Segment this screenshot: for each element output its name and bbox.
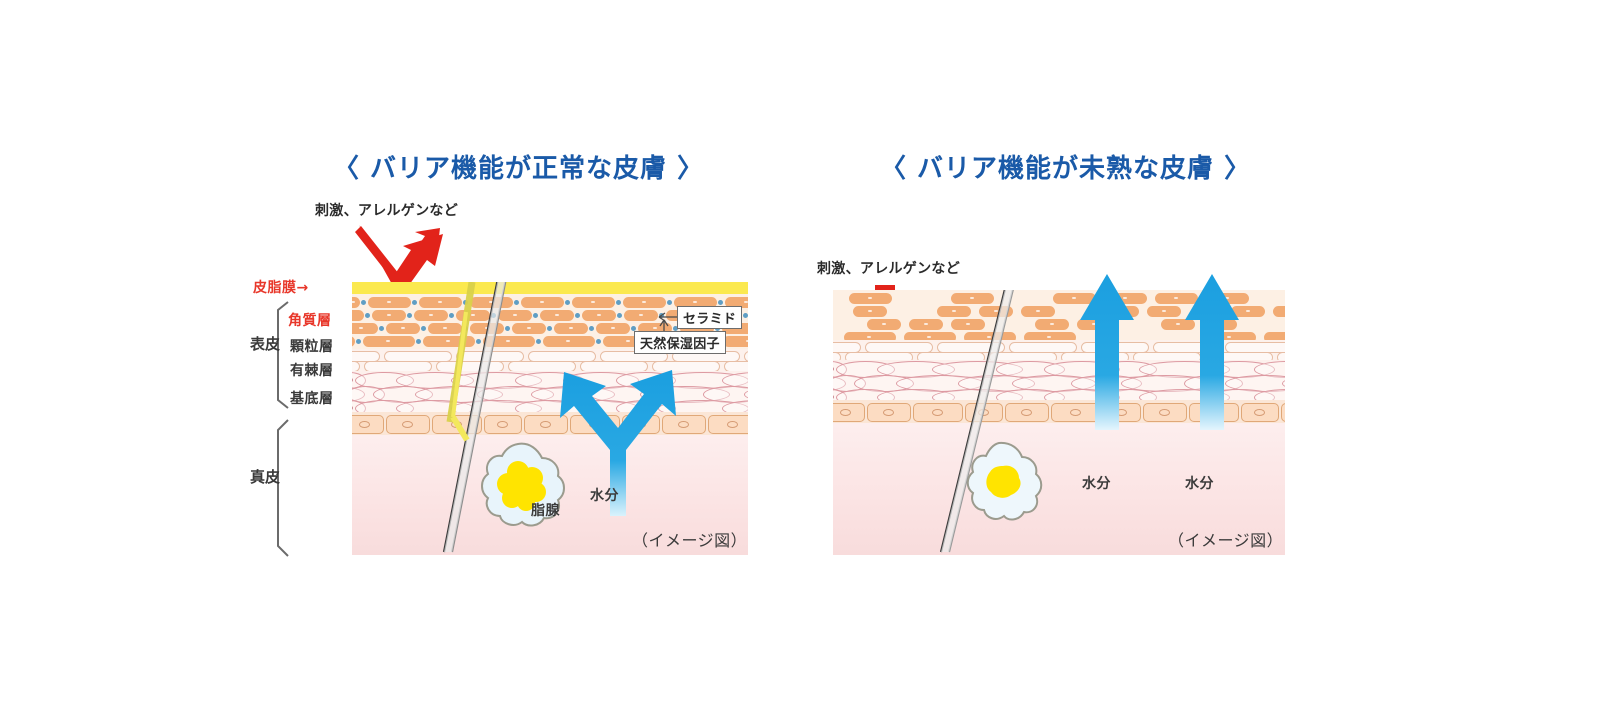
sebaceous-gland-label: 脂腺: [531, 503, 560, 519]
layer-label-stratum-corneum: 角質層: [288, 313, 332, 329]
sebum-film-layer: [352, 282, 748, 294]
moisture-label-immature-right: 水分: [1185, 476, 1214, 492]
dermis-layer-immature: [833, 423, 1285, 555]
spinous-layer-immature: [833, 360, 1285, 400]
blue-forked-up-arrow-icon: [560, 370, 676, 516]
panel-title-normal: 〈 バリア機能が正常な皮膚 〉: [333, 154, 705, 184]
side-label-epidermis: 表皮: [250, 335, 281, 353]
epidermis-bracket-icon: [277, 301, 289, 409]
panel-title-immature: 〈 バリア機能が未熟な皮膚 〉: [880, 154, 1252, 184]
moisture-label-immature-left: 水分: [1082, 476, 1111, 492]
stimulus-label-normal: 刺激、アレルゲンなど: [315, 203, 458, 219]
dermis-bracket-icon: [277, 419, 289, 557]
blue-up-arrow-icon-right: [1185, 274, 1239, 430]
moisture-label-normal: 水分: [590, 488, 619, 504]
layer-label-sebum-film: 皮脂膜→: [253, 280, 309, 296]
layer-label-spinous: 有棘層: [290, 363, 334, 379]
layer-label-granular: 顆粒層: [290, 339, 334, 355]
sebaceous-gland-normal-icon: [481, 442, 565, 527]
red-bounce-back-arrow-icon: [355, 225, 443, 288]
layer-label-basal: 基底層: [290, 391, 334, 407]
blue-up-arrow-icon-left: [1080, 274, 1134, 430]
image-note-normal: （イメージ図）: [632, 531, 748, 550]
side-label-dermis: 真皮: [250, 468, 281, 486]
stimulus-label-immature: 刺激、アレルゲンなど: [817, 261, 960, 277]
spinous-layer: [352, 371, 748, 412]
basal-layer-immature: [833, 400, 1285, 423]
skin-cross-section-immature: [833, 290, 1285, 555]
hair-shaft-immature-icon: [939, 290, 1014, 553]
sebaceous-gland-immature-icon: [966, 441, 1043, 521]
image-note-immature: （イメージ図）: [1168, 531, 1284, 550]
callout-ceramide: セラミド: [677, 306, 743, 329]
hair-shaft-normal-icon: [442, 282, 507, 553]
callout-natural-moisturizing-factor: 天然保湿因子: [634, 331, 726, 354]
